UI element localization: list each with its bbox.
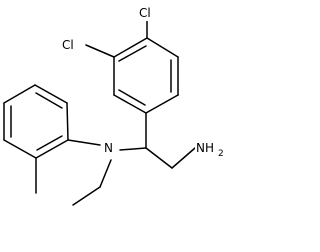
ring-b-bond-2 xyxy=(34,84,68,104)
tolyl-ring xyxy=(3,84,69,159)
ring-a-double-bond-4 xyxy=(118,89,146,106)
atom-nh2: NH 2 xyxy=(195,140,225,159)
ch-to-ch2-bond xyxy=(145,147,173,169)
ring-a-double-bond-6 xyxy=(118,45,147,62)
ring-b-bond-6 xyxy=(35,139,69,159)
ring-a-bond-4 xyxy=(113,94,147,114)
atom-cl-top: Cl xyxy=(137,5,159,21)
nh-label: NH xyxy=(196,141,214,155)
ring-b-bond-5 xyxy=(3,139,37,159)
atom-n: N xyxy=(102,140,118,156)
ring-b-double-bond-6 xyxy=(36,135,63,151)
ring-b-bond-1 xyxy=(66,102,69,141)
structure-svg: Cl Cl N NH 2 xyxy=(3,5,225,206)
n-label: N xyxy=(104,141,113,155)
nh2-subscript: 2 xyxy=(218,149,224,159)
ring-a-bond-6 xyxy=(113,37,148,58)
atom-cl-left: Cl xyxy=(60,37,82,53)
ethyl-bond xyxy=(72,186,101,206)
ring-a-bond-3 xyxy=(145,94,179,114)
ch2-to-nh2-bond xyxy=(171,147,196,169)
molecule-diagram: Cl Cl N NH 2 xyxy=(3,5,225,206)
ring-b-bond-3 xyxy=(3,84,36,104)
n-to-tolyl-bond xyxy=(67,139,101,146)
ring-a-bond-1 xyxy=(146,37,179,58)
cl-top-label: Cl xyxy=(139,6,151,20)
dichlorophenyl-ring xyxy=(113,37,179,114)
ch-to-n-bond xyxy=(119,147,147,151)
cl-left-bond xyxy=(85,44,115,58)
cl-left-label: Cl xyxy=(62,38,74,52)
ring-b-double-bond-2 xyxy=(35,92,63,109)
n-to-ethyl-bond xyxy=(99,159,112,188)
